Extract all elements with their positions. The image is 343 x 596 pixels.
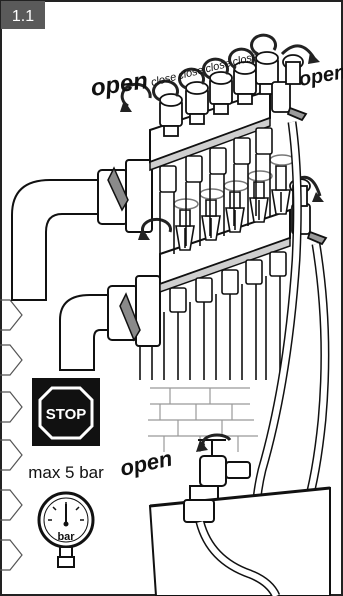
stop-sign: STOP bbox=[32, 378, 100, 446]
bucket-hose-fitting bbox=[183, 499, 215, 523]
step-badge: 1.1 bbox=[1, 1, 45, 29]
brick-wall bbox=[148, 387, 258, 452]
manifold-bottom bbox=[159, 208, 291, 294]
gauge-unit: bar bbox=[57, 531, 75, 543]
manifold-top-outlets bbox=[159, 127, 273, 193]
manifold-top-valves bbox=[159, 51, 279, 137]
arrow-heads-bottom bbox=[138, 192, 324, 240]
tap-hose-inner bbox=[197, 521, 279, 596]
manifold-bottom-flowmeters bbox=[175, 165, 291, 251]
bucket bbox=[148, 486, 331, 596]
stop-text: STOP bbox=[46, 406, 87, 423]
turn-arrows-top bbox=[120, 33, 316, 108]
pressure-gauge: bar bbox=[37, 491, 95, 568]
ball-valve-handle-bottom bbox=[119, 292, 141, 342]
step-number: 1.1 bbox=[12, 8, 34, 25]
manifold-bottom-outlets bbox=[169, 251, 287, 313]
arrow-head-tap bbox=[196, 440, 208, 452]
arrow-heads-top bbox=[120, 52, 320, 112]
floor-heating-hoses bbox=[139, 154, 281, 380]
left-edge-contour bbox=[0, 299, 23, 571]
drain-hose-bottom-inner bbox=[301, 243, 328, 517]
ball-valve-handle-top bbox=[107, 166, 129, 212]
water-tap bbox=[189, 439, 251, 501]
max-pressure-text: max 5 bar bbox=[28, 463, 104, 482]
purge-valve-top bbox=[271, 54, 308, 122]
turn-arrow-tap bbox=[201, 433, 232, 447]
